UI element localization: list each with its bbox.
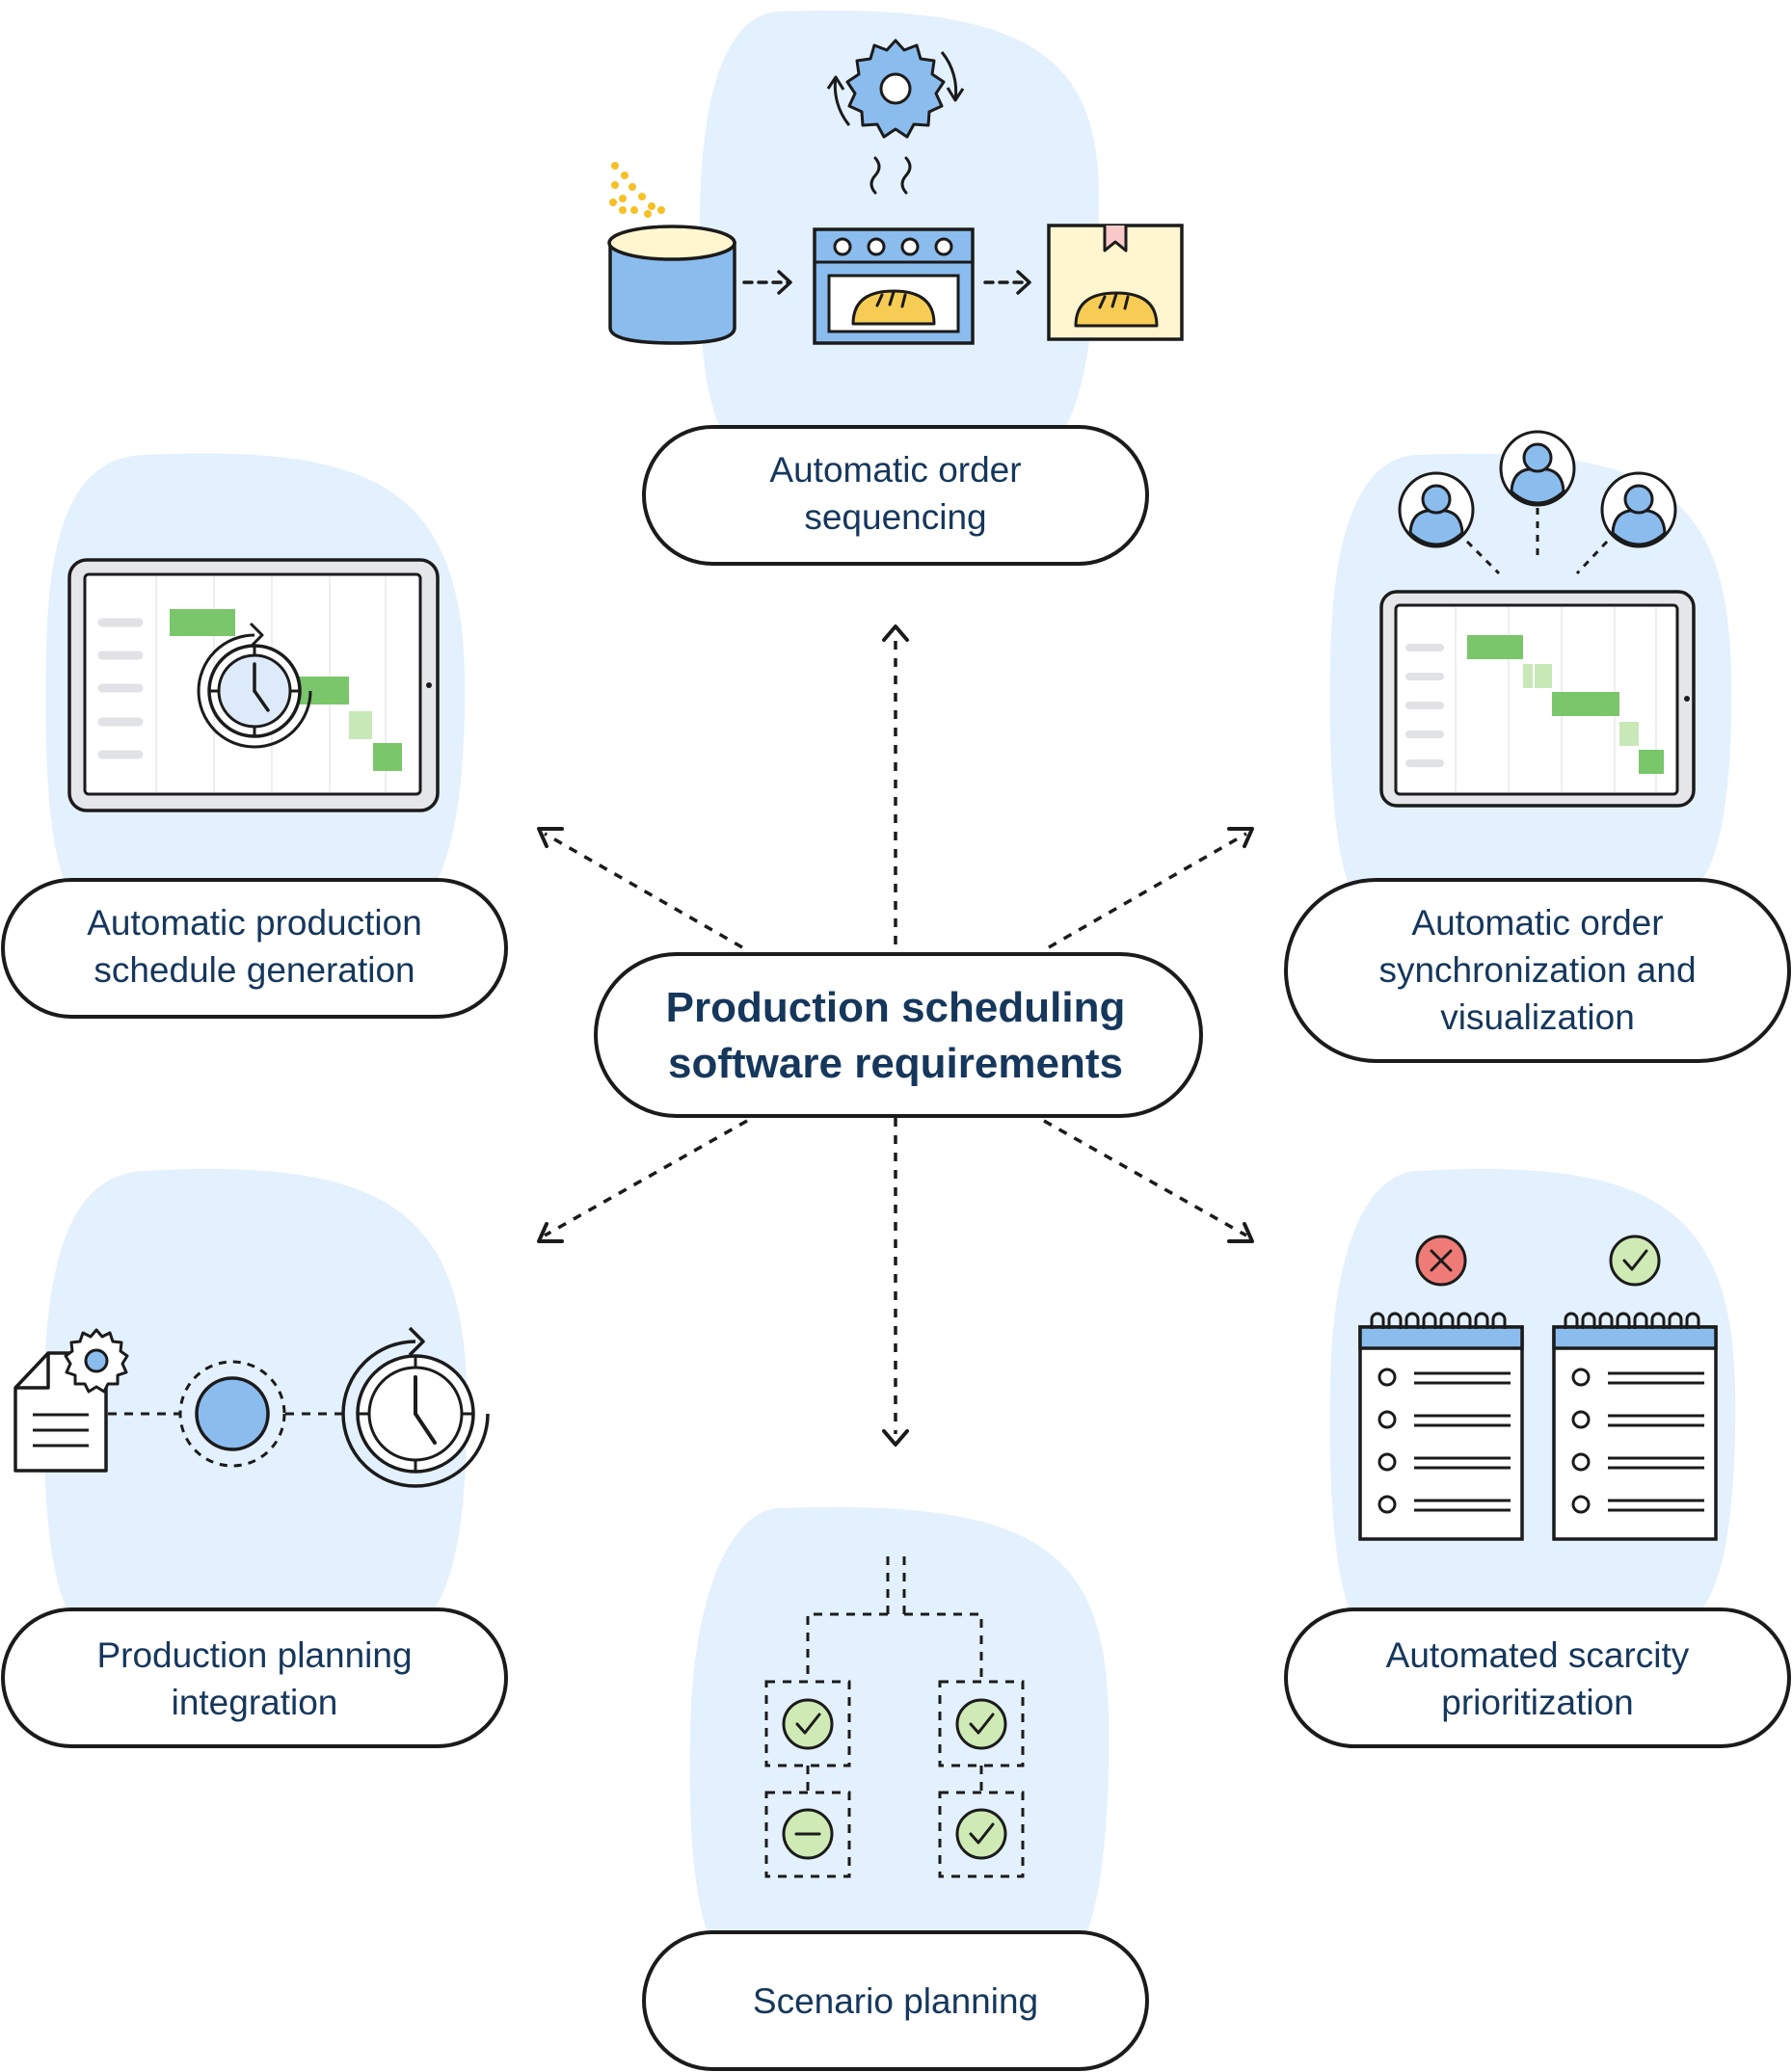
check-icon xyxy=(1609,1235,1661,1287)
arrowhead-upper-right xyxy=(1227,827,1254,848)
node-schedule: Automatic production schedule generation xyxy=(1,878,508,1019)
checklists-icon xyxy=(1358,1235,1718,1541)
node-label: schedule generation xyxy=(94,950,415,990)
arrow-lower-left xyxy=(544,1119,748,1237)
arrowheads xyxy=(537,624,1254,1447)
node-scarcity: Automated scarcity prioritization xyxy=(1284,1607,1791,1748)
rotating-gear-icon xyxy=(826,39,965,139)
oven-icon xyxy=(813,156,975,345)
cross-icon xyxy=(1415,1235,1467,1287)
node-label: Production planning xyxy=(96,1635,412,1675)
clock-icon xyxy=(341,1326,490,1488)
check-icon xyxy=(782,1698,834,1750)
node-sync: Automatic order synchronization and visu… xyxy=(1284,878,1791,1063)
user-avatar-icon xyxy=(1398,471,1475,548)
scenario-tree-icon xyxy=(764,1556,1025,1878)
bakery-process-icon xyxy=(607,39,1184,345)
user-avatar-icon xyxy=(1499,430,1576,507)
node-label: Automatic order xyxy=(769,450,1021,490)
gear-icon xyxy=(64,1328,129,1394)
node-label: synchronization and xyxy=(1378,950,1696,990)
arrowhead-down xyxy=(882,1429,909,1447)
minus-icon xyxy=(782,1808,834,1860)
node-sequencing: Automatic order sequencing xyxy=(642,425,1149,566)
users-tablet-gantt-icon xyxy=(1379,430,1696,808)
blob-scenario xyxy=(689,1506,1110,1947)
bowl-icon xyxy=(607,225,736,345)
node-label: prioritization xyxy=(1441,1683,1633,1722)
node-scenario: Scenario planning xyxy=(642,1930,1149,2071)
arrow-upper-left xyxy=(544,832,743,949)
clipboard-right xyxy=(1552,1312,1718,1541)
blob-sequencing xyxy=(699,10,1099,435)
node-label: Automatic order xyxy=(1411,903,1663,943)
package-box-icon xyxy=(1047,224,1184,341)
user-avatar-icon xyxy=(1600,471,1677,548)
check-icon xyxy=(955,1808,1007,1860)
arrow-upper-right xyxy=(1048,832,1247,949)
ingredient-dots xyxy=(609,162,665,218)
center-title-line1: Production scheduling xyxy=(666,984,1126,1031)
tablet-gantt-clock-icon xyxy=(67,558,440,812)
node-label: sequencing xyxy=(804,497,986,537)
node-center: Production scheduling software requireme… xyxy=(594,952,1203,1118)
node-label: Automated scarcity xyxy=(1386,1635,1690,1675)
node-label: integration xyxy=(172,1683,338,1722)
document-gear-clock-icon xyxy=(13,1326,490,1488)
node-label: Scenario planning xyxy=(753,1981,1038,2021)
arrow-lower-right xyxy=(1043,1119,1247,1237)
dashed-arrow-2 xyxy=(983,270,1031,295)
clock-icon xyxy=(197,622,312,749)
check-icon xyxy=(955,1698,1007,1750)
center-title-line2: software requirements xyxy=(668,1040,1123,1087)
arrowhead-lower-left xyxy=(537,1222,564,1243)
node-integration: Production planning integration xyxy=(1,1607,508,1748)
clipboard-left xyxy=(1358,1312,1524,1541)
arrowhead-up xyxy=(882,624,909,642)
connectors xyxy=(544,636,1247,1434)
node-label: visualization xyxy=(1440,997,1635,1037)
dashed-arrow-1 xyxy=(742,270,792,295)
node-label: Automatic production xyxy=(87,903,422,943)
arrowhead-lower-right xyxy=(1227,1222,1254,1243)
arrowhead-upper-left xyxy=(537,827,564,848)
